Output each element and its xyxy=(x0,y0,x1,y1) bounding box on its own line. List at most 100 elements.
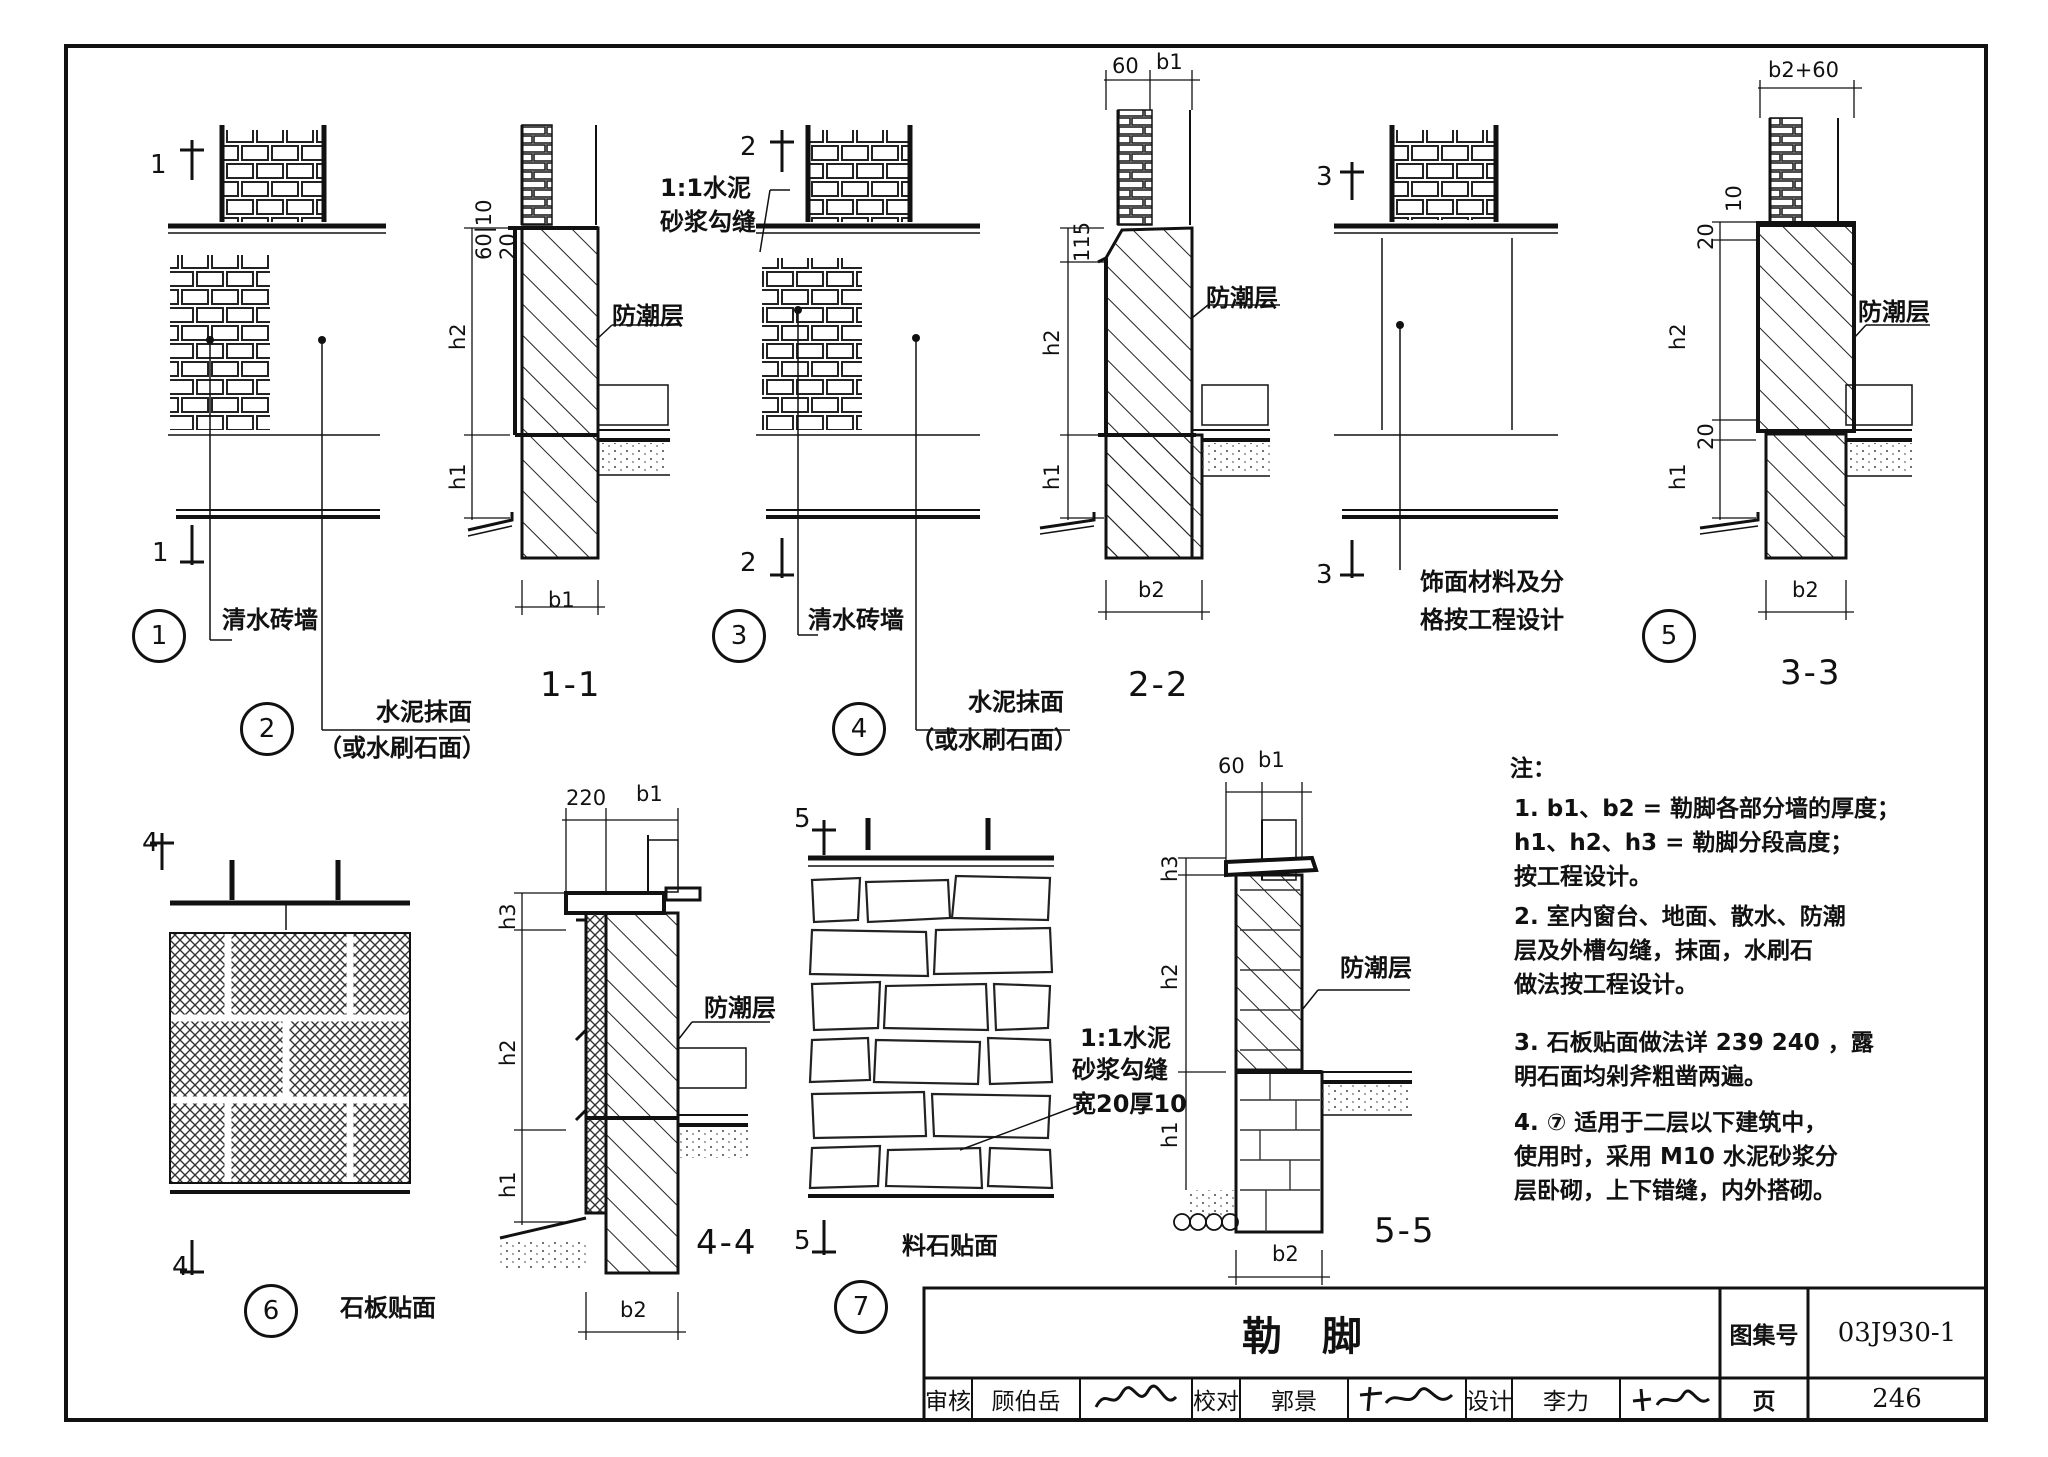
dim-b1-2-2: b1 xyxy=(1156,50,1183,74)
label-mortar7-c: 宽20厚10 xyxy=(1072,1090,1187,1118)
label-mortar7-a: 1:1水泥 xyxy=(1080,1024,1171,1052)
dim-h1-1-1: h1 xyxy=(446,463,470,490)
dim-20b-3-3: 20 xyxy=(1694,423,1718,450)
detail-circle-4: 4 xyxy=(832,702,886,756)
cut-mark-5-top: 5 xyxy=(794,804,811,834)
detail-circle-7: 7 xyxy=(834,1280,888,1334)
reviewer-signature xyxy=(1080,1378,1192,1420)
section-title-4-4: 4-4 xyxy=(696,1223,758,1263)
designer-signature xyxy=(1620,1378,1720,1420)
dim-b1-1-1: b1 xyxy=(548,588,575,612)
page-label: 页 xyxy=(1752,1389,1776,1415)
dim-b2-4-4: b2 xyxy=(620,1298,647,1322)
dim-b1-5-5: b1 xyxy=(1258,748,1285,772)
design-label: 设计 xyxy=(1466,1389,1512,1415)
dim-60-10-1-1: 60|10 xyxy=(472,199,496,260)
dim-h1-3-3: h1 xyxy=(1666,463,1690,490)
label-cement-2: 水泥抹面 xyxy=(968,688,1064,716)
note-line: 1. b1、b2 = 勒脚各部分墙的厚度； xyxy=(1514,796,1900,822)
elevation-1-2 xyxy=(168,125,470,731)
dim-10-3-3: 10 xyxy=(1722,185,1746,212)
section-title-2-2: 2-2 xyxy=(1128,665,1190,705)
designer-name: 李力 xyxy=(1543,1389,1589,1415)
note-line: h1、h2、h3 = 勒脚分段高度； xyxy=(1514,830,1854,856)
note-line: 按工程设计。 xyxy=(1514,864,1652,890)
note-line: 层卧砌，上下错缝，内外搭砌。 xyxy=(1514,1178,1836,1204)
dim-b1-4-4: b1 xyxy=(636,782,663,806)
dim-h2-3-3: h2 xyxy=(1666,323,1690,350)
dim-h2-1-1: h2 xyxy=(446,323,470,350)
note-line: 层及外槽勾缝，抹面，水刷石 xyxy=(1514,938,1813,964)
dim-h3-5-5: h3 xyxy=(1158,855,1182,882)
dim-h3-4-4: h3 xyxy=(496,903,520,930)
detail-circle-2: 2 xyxy=(240,702,294,756)
section-title-1-1: 1-1 xyxy=(540,665,602,705)
elevation-3-4 xyxy=(756,125,1070,731)
detail-circle-1: 1 xyxy=(132,609,186,663)
cut-mark-2-bottom: 2 xyxy=(740,548,757,578)
page-number: 246 xyxy=(1872,1384,1922,1414)
section-4-4 xyxy=(499,808,770,1340)
dim-h2-5-5: h2 xyxy=(1158,963,1182,990)
dim-60-2-2: 60 xyxy=(1112,54,1139,78)
label-damp-proof-5: 防潮层 xyxy=(1340,954,1412,982)
note-line: 明石面均剁斧粗凿两遍。 xyxy=(1514,1064,1767,1090)
label-brick-wall-3: 清水砖墙 xyxy=(808,606,904,634)
section-title-3-3: 3-3 xyxy=(1780,653,1842,693)
section-1-1 xyxy=(464,124,680,615)
label-damp-proof-1: 防潮层 xyxy=(612,302,684,330)
section-3-3 xyxy=(1699,80,1930,620)
cut-mark-5-bottom: 5 xyxy=(794,1226,811,1256)
detail-circle-3: 3 xyxy=(712,609,766,663)
dim-h1-2-2: h1 xyxy=(1040,463,1064,490)
checker-name: 郭景 xyxy=(1271,1389,1317,1415)
elevation-5 xyxy=(1334,125,1558,578)
dim-b2-3-3: b2 xyxy=(1792,578,1819,602)
dim-h1-4-4: h1 xyxy=(496,1171,520,1198)
label-stone-slab: 石板贴面 xyxy=(340,1294,436,1322)
note-line: 做法按工程设计。 xyxy=(1514,972,1698,998)
label-brick-wall-1: 清水砖墙 xyxy=(222,606,318,634)
label-cement-1: 水泥抹面 xyxy=(376,698,472,726)
dim-h2-4-4: h2 xyxy=(496,1039,520,1066)
atlas-no: 03J930-1 xyxy=(1837,1318,1957,1348)
detail-circle-5: 5 xyxy=(1642,609,1696,663)
review-label: 审核 xyxy=(925,1389,971,1415)
dim-20-1-1: 20 xyxy=(496,233,520,260)
checker-signature xyxy=(1348,1378,1466,1420)
section-5-5 xyxy=(1173,782,1412,1285)
label-damp-proof-2: 防潮层 xyxy=(1206,284,1278,312)
atlas-no-label: 图集号 xyxy=(1729,1323,1799,1349)
notes-heading: 注： xyxy=(1510,756,1556,782)
title-block-lines xyxy=(922,1286,1988,1422)
dim-115-2-2: 115 xyxy=(1070,221,1094,262)
label-damp-proof-3: 防潮层 xyxy=(1858,298,1930,326)
label-cement-2b: （或水刷石面） xyxy=(910,726,1078,754)
label-finish-a: 饰面材料及分 xyxy=(1420,568,1564,596)
dim-60-5-5: 60 xyxy=(1218,754,1245,778)
cut-mark-4-bottom: 4 xyxy=(172,1252,189,1282)
dim-b2-60-3-3: b2+60 xyxy=(1768,58,1840,82)
cut-mark-3-bottom: 3 xyxy=(1316,560,1333,590)
elevation-6 xyxy=(150,833,411,1275)
cut-mark-3-top: 3 xyxy=(1316,162,1333,192)
cut-mark-4-top: 4 xyxy=(142,828,159,858)
label-damp-proof-4: 防潮层 xyxy=(704,994,776,1022)
dim-20a-3-3: 20 xyxy=(1694,223,1718,250)
check-label: 校对 xyxy=(1193,1389,1239,1415)
dim-h2-2-2: h2 xyxy=(1040,329,1064,356)
cut-mark-1-top: 1 xyxy=(150,150,167,180)
detail-circle-6: 6 xyxy=(244,1284,298,1338)
label-cement-1b: （或水刷石面） xyxy=(318,734,486,762)
dim-b2-2-2: b2 xyxy=(1138,578,1165,602)
dim-b2-5-5: b2 xyxy=(1272,1242,1299,1266)
label-mortar7-b: 砂浆勾缝 xyxy=(1072,1056,1168,1084)
elevation-7 xyxy=(808,818,1081,1255)
reviewer-name: 顾伯岳 xyxy=(991,1389,1061,1415)
label-finish-b: 格按工程设计 xyxy=(1420,606,1564,634)
note-line: 4. ⑦ 适用于二层以下建筑中， xyxy=(1514,1110,1828,1136)
note-line: 2. 室内窗台、地面、散水、防潮 xyxy=(1514,904,1846,930)
note-line: 3. 石板贴面做法详 239 240 ，露 xyxy=(1514,1030,1874,1056)
label-ashlar: 料石贴面 xyxy=(902,1232,998,1260)
